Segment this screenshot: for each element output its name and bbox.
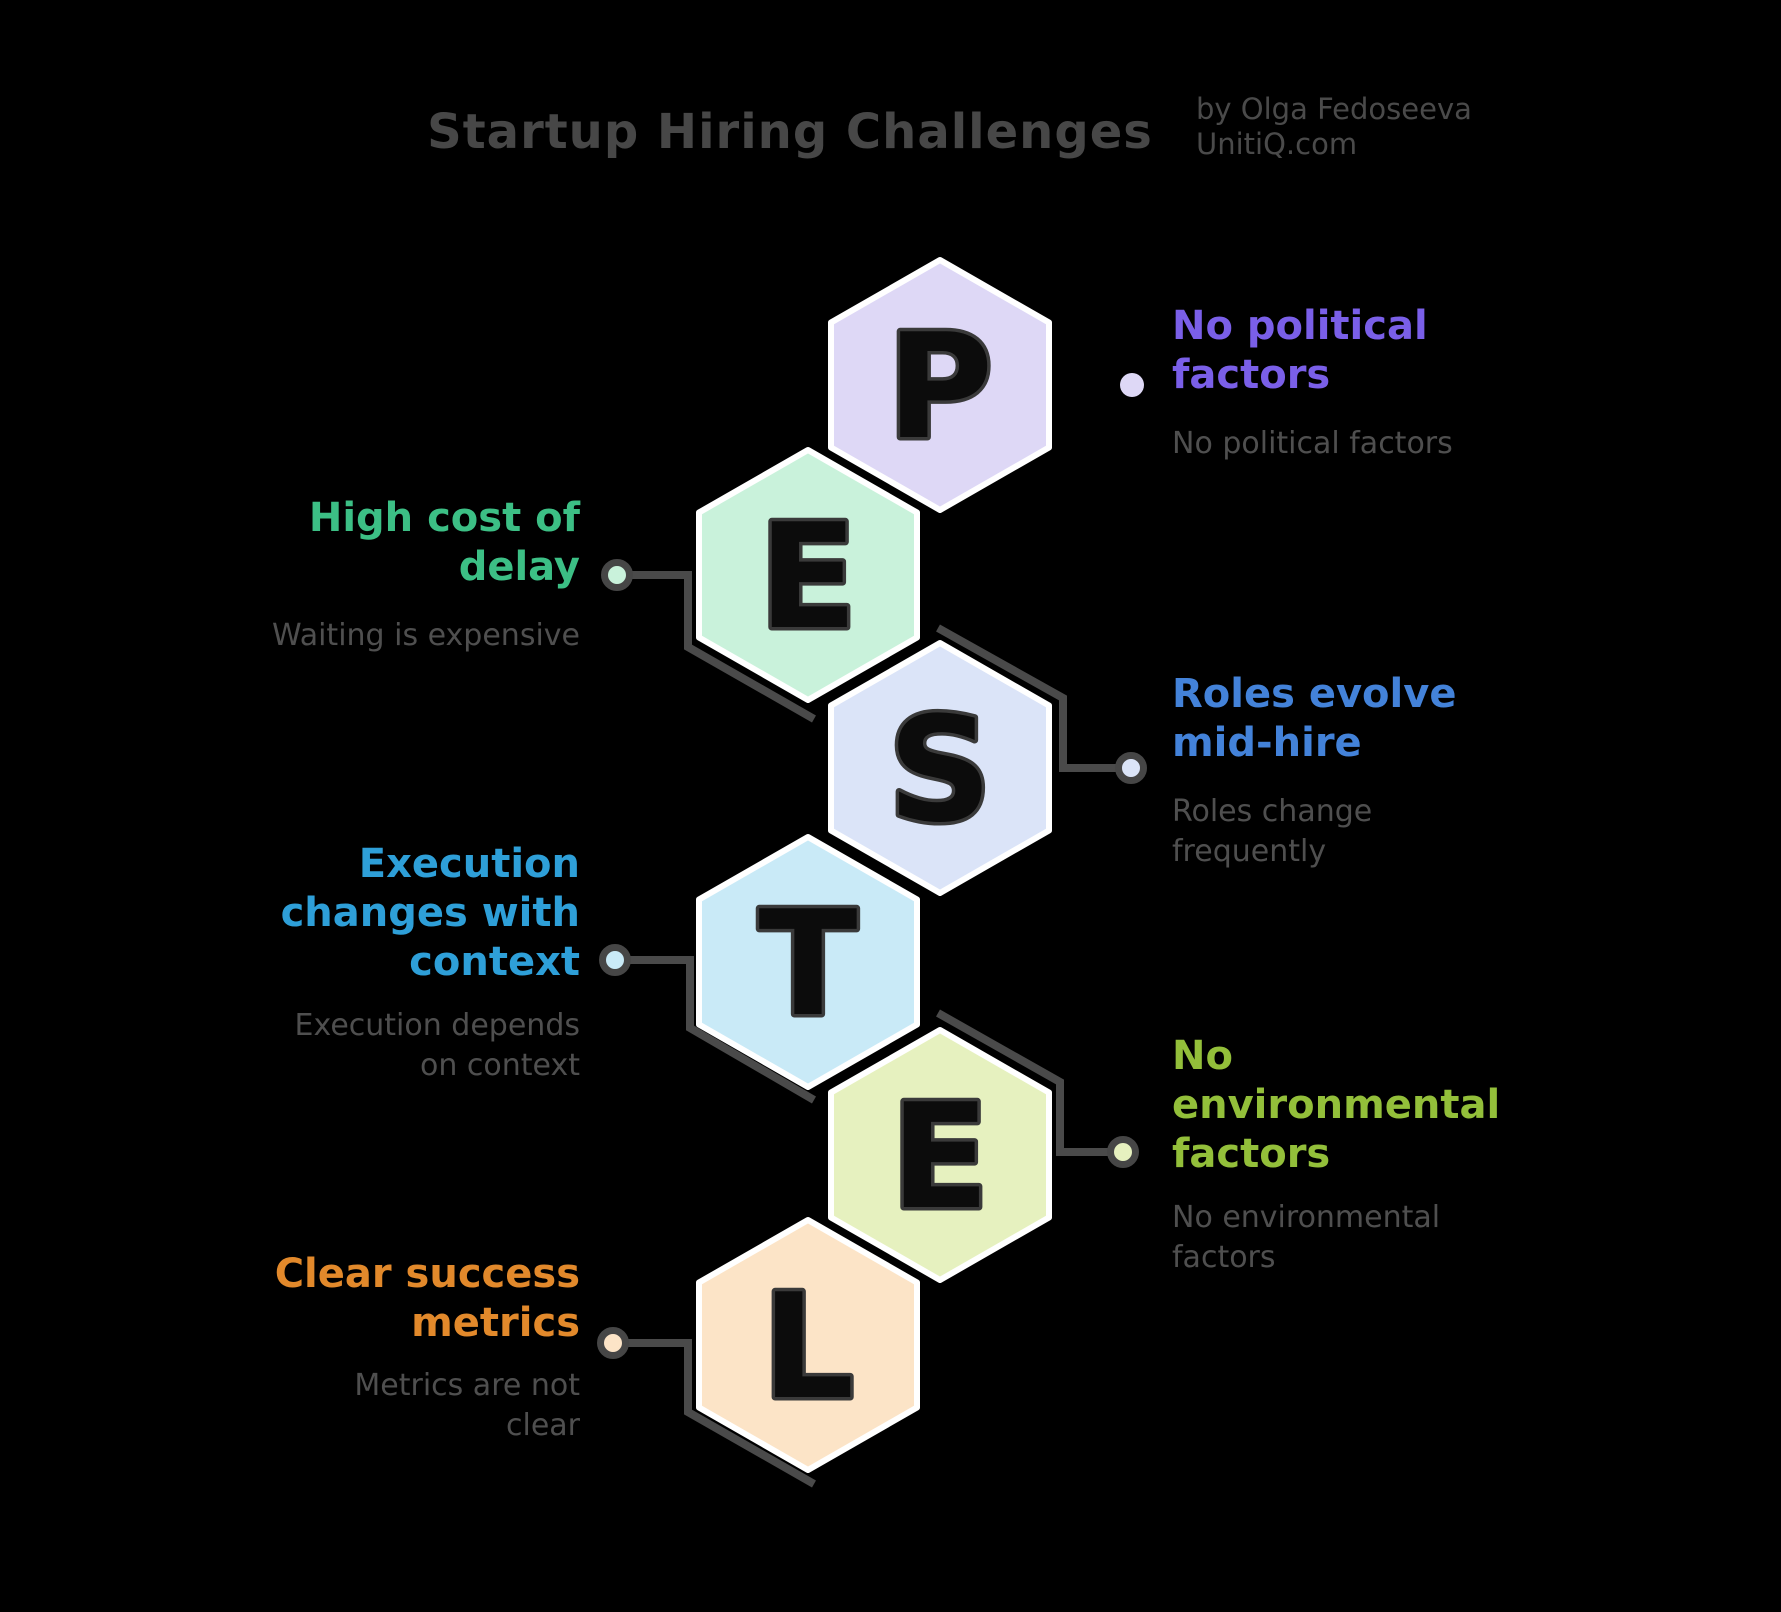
hexagon-group-1: E bbox=[696, 447, 920, 703]
hexagon-2 bbox=[828, 640, 1052, 896]
connector-dot-0 bbox=[1120, 373, 1144, 397]
hexagon-3 bbox=[696, 834, 920, 1090]
hexagon-group-3: T bbox=[696, 834, 920, 1090]
connector-dot-2 bbox=[1115, 752, 1147, 784]
item-subtext-5: Metrics are not clear bbox=[354, 1368, 580, 1443]
connector-dot-1 bbox=[601, 559, 633, 591]
item-subtext-4: No environmental factors bbox=[1172, 1200, 1441, 1275]
connector-line-2 bbox=[936, 624, 1118, 772]
hexagon-letter-1: E bbox=[758, 493, 857, 662]
hexagon-letter-2: S bbox=[888, 686, 992, 855]
hexagon-4 bbox=[828, 1027, 1052, 1283]
hexagon-group-4: E bbox=[828, 1027, 1052, 1283]
byline-author: by Olga Fedoseeva bbox=[1196, 92, 1472, 126]
hexagon-1 bbox=[696, 447, 920, 703]
connector-dot-5 bbox=[597, 1327, 629, 1359]
item-heading-0: No political factors bbox=[1172, 303, 1428, 398]
hexagon-group-2: S bbox=[828, 640, 1052, 896]
hexagon-group-5: L bbox=[696, 1217, 920, 1473]
connector-line-4 bbox=[936, 1009, 1110, 1156]
item-heading-2: Roles evolve mid-hire bbox=[1172, 671, 1457, 766]
item-subtext-0: No political factors bbox=[1172, 426, 1453, 461]
item-heading-4: No environmental factors bbox=[1172, 1033, 1501, 1177]
page-title: Startup Hiring Challenges bbox=[427, 104, 1153, 160]
hexagon-letter-0: P bbox=[887, 303, 993, 472]
byline-site: UnitiQ.com bbox=[1196, 127, 1358, 161]
item-subtext-3: Execution depends on context bbox=[294, 1008, 580, 1083]
item-subtext-2: Roles change frequently bbox=[1172, 794, 1373, 869]
connector-line-1 bbox=[617, 571, 816, 723]
connector-line-5 bbox=[613, 1339, 816, 1488]
byline: by Olga Fedoseeva UnitiQ.com bbox=[1196, 92, 1472, 162]
hexagon-5 bbox=[696, 1217, 920, 1473]
connector-line-3 bbox=[615, 956, 817, 1104]
item-heading-3: Execution changes with context bbox=[280, 841, 580, 985]
hexagon-group-0: P bbox=[828, 257, 1052, 513]
item-heading-5: Clear success metrics bbox=[274, 1251, 580, 1346]
item-subtext-1: Waiting is expensive bbox=[271, 618, 580, 653]
connector-dot-4 bbox=[1107, 1136, 1139, 1168]
hexagon-letter-5: L bbox=[762, 1263, 854, 1432]
hexagon-letter-4: E bbox=[890, 1073, 989, 1242]
hexagon-0 bbox=[828, 257, 1052, 513]
connector-dot-3 bbox=[599, 944, 631, 976]
item-heading-1: High cost of delay bbox=[308, 495, 580, 590]
hexagon-letter-3: T bbox=[759, 880, 858, 1049]
